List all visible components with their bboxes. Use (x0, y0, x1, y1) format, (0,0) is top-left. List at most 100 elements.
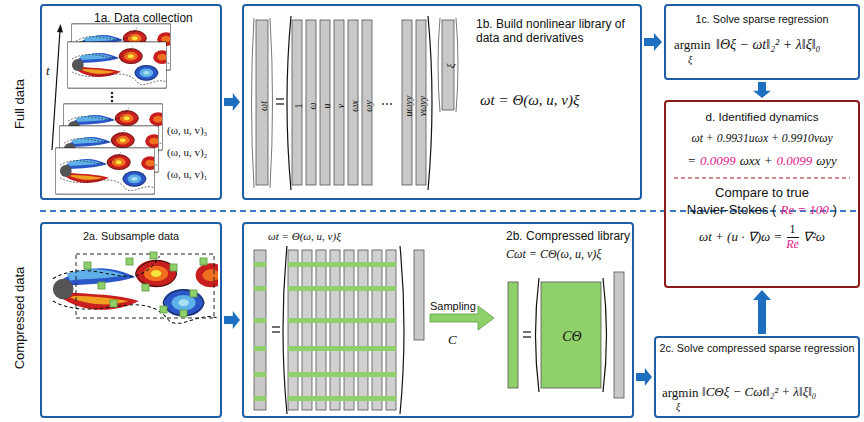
illustration-part (276, 103, 284, 104)
process-box: 2c. Solve compressed sparse regressionar… (654, 336, 860, 418)
math-text: C (448, 333, 457, 348)
box-text: ) (833, 203, 837, 218)
illustration-part (126, 258, 133, 265)
illustration-part (334, 20, 344, 185)
illustration-part (330, 250, 340, 410)
illustration-part (254, 262, 266, 267)
math-text: ⋯ (381, 98, 393, 112)
illustration-part (536, 278, 540, 392)
illustration-part (320, 20, 330, 185)
illustration-part (111, 96, 114, 99)
illustration-part (56, 148, 159, 193)
box-text: Compare to true (715, 186, 809, 201)
illustration-part (316, 250, 326, 410)
illustration-part (180, 310, 187, 317)
math-text: ωy (363, 100, 375, 112)
illustration-part (52, 30, 60, 150)
illustration-part (84, 252, 207, 317)
side-label: Full data (13, 79, 28, 129)
math-text: 0.0099 (700, 154, 736, 169)
side-label: Compressed data (13, 267, 28, 370)
illustration-part (142, 284, 149, 291)
math-text: CΘ (562, 329, 581, 345)
illustration-part (288, 318, 396, 323)
illustration-part (276, 98, 284, 99)
illustration-part (111, 92, 114, 95)
illustration-part (272, 331, 280, 332)
math-text: Cωt = CΘ(ω, u, v)ξ (506, 248, 602, 262)
math-text: 1 (787, 223, 799, 238)
flow-arrow (753, 290, 771, 334)
process-box: ωt = Θ(ω, u, v)ξ 2b. Compressed libraryCω… (242, 222, 634, 418)
illustration-part (98, 282, 105, 289)
math-text: ωxx + (740, 154, 773, 169)
box-text: 2a. Subsample data (42, 230, 220, 242)
result-box: d. Identified dynamics ωt + 0.9931uωx + 0… (664, 100, 860, 288)
math-text: (ω, u, v)₃ (167, 124, 207, 137)
illustration-part (190, 290, 197, 297)
illustration-part (170, 264, 177, 271)
box-text: 2b. Compressed library (506, 230, 630, 244)
box-text: Navier-Stokes ( (687, 203, 777, 218)
math-text: t (46, 64, 50, 79)
math-text: Re = 100 (780, 203, 828, 218)
math-text: ωx (349, 100, 361, 112)
flow-arrow (224, 93, 240, 111)
illustration-part (254, 372, 266, 377)
process-box: 1c. Solve sparse regression argmin ‖Θξ − ω… (664, 4, 860, 80)
snapshot-stack (52, 24, 175, 194)
illustration-part (674, 177, 850, 178)
flow-arrow (636, 368, 652, 386)
math-text: u (321, 104, 333, 109)
illustration-part (270, 18, 273, 188)
math-text: argmin (674, 38, 711, 53)
illustration-part (288, 250, 298, 410)
illustration-part (254, 262, 266, 401)
box-text: d. Identified dynamics (666, 110, 858, 123)
illustration-part (386, 250, 396, 410)
illustration-part (288, 346, 396, 351)
math-text: 0.0099 (776, 154, 812, 169)
math-text: ωt + (u · ∇)ω = (699, 230, 782, 245)
illustration-part (68, 42, 171, 87)
text-row: =0.0099ωxx +0.0099ωyy (666, 154, 858, 169)
math-text: ξ (688, 54, 692, 66)
math-text: ω (307, 102, 319, 109)
process-box: 1a. Data collectiont(ω, u, v)₃(ω, u, v)₂… (40, 4, 222, 200)
box-text: Sampling (430, 300, 476, 313)
library-matrix (252, 16, 459, 190)
illustration-part (254, 346, 266, 351)
illustration-part (76, 254, 214, 318)
math-text: ωyy (816, 154, 837, 169)
math-text: ωt = Θ(ω, u, v)ξ (268, 230, 341, 243)
math-text: ξ (676, 401, 680, 413)
illustration-part (523, 331, 531, 332)
illustration-part (254, 318, 266, 323)
illustration-part (288, 262, 396, 267)
compressed-matrix (254, 246, 624, 414)
box-text: 2c. Solve compressed sparse regression (656, 342, 858, 354)
math-text: ωt + 0.9931uωx + 0.9910vωy (666, 132, 858, 145)
illustration-part (508, 282, 518, 388)
illustration-part (288, 286, 396, 291)
math-text: ∇²ω (803, 230, 825, 245)
illustration-part (252, 18, 255, 188)
math-text: (ω, u, v)₂ (167, 146, 207, 159)
math-text: ωt (258, 101, 270, 111)
illustration-part (84, 262, 91, 269)
math-text: 1 (293, 104, 305, 109)
text-row: Compare to true (666, 186, 858, 201)
illustration-part (400, 246, 404, 414)
box-text: 1c. Solve sparse regression (666, 13, 858, 25)
flow-arrow (644, 33, 662, 51)
illustration-part (438, 18, 440, 112)
math-text: ‖Θξ − ωt‖₂² + λ‖ξ‖₀ (716, 37, 821, 53)
illustration-part (200, 258, 207, 265)
illustration-part (541, 282, 601, 388)
subsample-figure (46, 249, 227, 328)
math-text: vωyy (417, 96, 429, 116)
text-row: ωt + (u · ∇)ω =1Re∇²ω (666, 223, 858, 252)
illustration-part (46, 249, 227, 328)
illustration-part (110, 300, 117, 307)
